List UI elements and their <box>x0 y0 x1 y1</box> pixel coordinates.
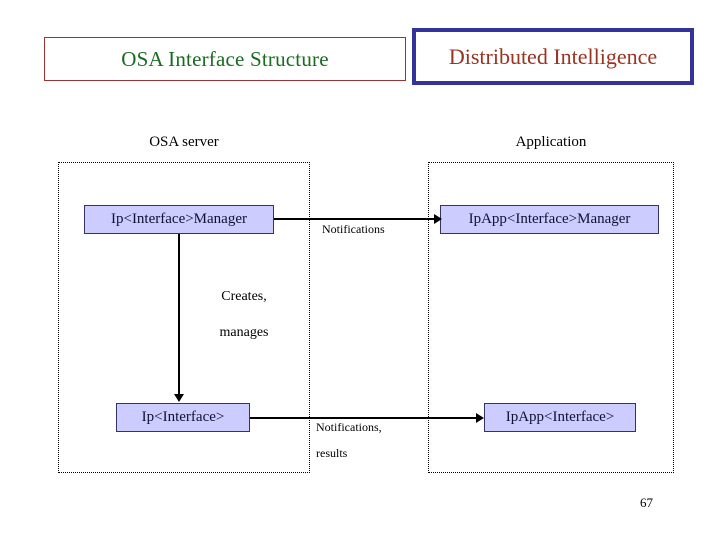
node-label-ip-interface: Ip<Interface> <box>141 409 225 425</box>
edge-label-manages: manages <box>219 325 269 340</box>
node-label-ipapp-interface: IpApp<Interface> <box>505 409 615 425</box>
edge-label-notifications-results-line2: results <box>316 446 348 460</box>
node-label-ip-interface-manager: Ip<Interface>Manager <box>110 211 247 227</box>
node-ip-interface[interactable]: Ip<Interface> <box>116 403 250 432</box>
node-ip-interface-manager[interactable]: Ip<Interface>Manager <box>84 205 274 234</box>
zone-label-application: Application <box>515 134 587 150</box>
arrow-line-interface-notifications <box>250 417 478 419</box>
title-box-osa-interface-structure: OSA Interface Structure <box>44 37 406 81</box>
zone-container-application <box>428 162 674 473</box>
zone-label-osa-server: OSA server <box>149 134 219 150</box>
edge-label-notifications: Notifications <box>322 222 385 236</box>
arrow-head-interface-notifications <box>476 413 484 423</box>
node-ipapp-interface[interactable]: IpApp<Interface> <box>484 403 636 432</box>
title-box-distributed-intelligence: Distributed Intelligence <box>412 28 694 85</box>
zone-container-osa-server <box>58 162 310 473</box>
node-ipapp-interface-manager[interactable]: IpApp<Interface>Manager <box>440 205 659 234</box>
title-text-right: Distributed Intelligence <box>448 43 658 69</box>
edge-label-notifications-results-line1: Notifications, <box>316 420 382 434</box>
arrow-line-creates-manages <box>178 234 180 396</box>
page-number: 67 <box>640 495 653 510</box>
node-label-ipapp-interface-manager: IpApp<Interface>Manager <box>468 211 631 227</box>
arrow-head-manager-notifications <box>434 214 442 224</box>
arrow-line-manager-notifications <box>274 218 436 220</box>
arrow-head-creates-manages <box>174 394 184 402</box>
title-text-left: OSA Interface Structure <box>121 46 329 71</box>
edge-label-creates: Creates, <box>221 289 267 304</box>
